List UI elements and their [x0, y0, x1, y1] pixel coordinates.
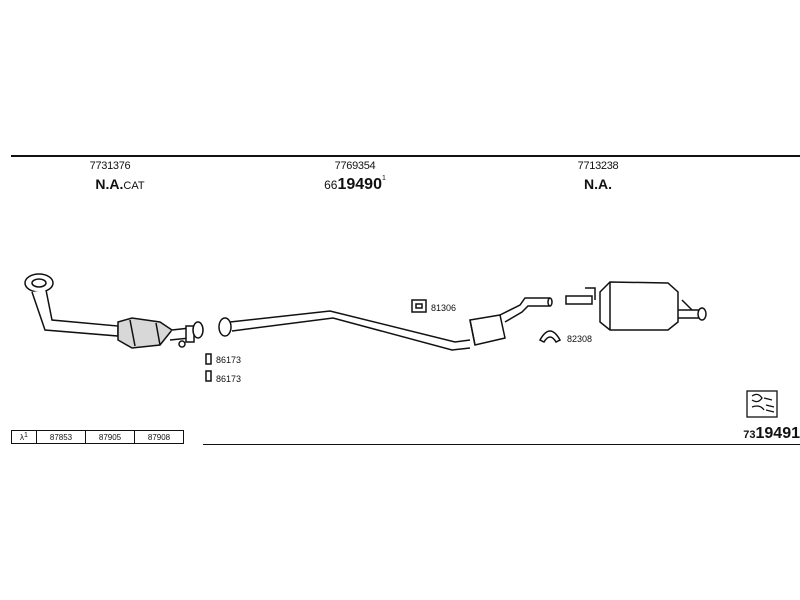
catalog-code-1: 87853 [36, 430, 86, 444]
catalog-code-2: 87905 [85, 430, 135, 444]
front-pipe-flange [24, 273, 54, 293]
section-2-part-number: 7769354 [334, 160, 376, 172]
section-3-code: N.A. [584, 176, 612, 192]
hanger-82308-icon [538, 330, 562, 343]
section-2-code-main: 19490 [337, 176, 382, 193]
catalytic-converter [117, 317, 195, 349]
reference-prefix: 73 [743, 429, 756, 441]
reference-main: 19491 [755, 425, 800, 442]
hanger-mid-label: 81306 [431, 303, 457, 313]
hanger-81306-icon [411, 299, 427, 313]
catalog-table: λ1 87853 87905 87908 [11, 430, 184, 444]
rear-silencer [599, 281, 707, 331]
intermediate-pipe [218, 310, 471, 351]
centre-silencer [469, 297, 553, 346]
hanger-rear-label: 82308 [567, 334, 593, 344]
reference-book-icon [746, 390, 778, 418]
catalog-code-3: 87908 [134, 430, 184, 444]
bottom-rule [203, 444, 800, 445]
clamp-upper-icon [205, 353, 212, 365]
section-3-part-number: 7713238 [577, 160, 619, 172]
section-2-code: 66194901 [305, 175, 405, 194]
front-pipe [31, 289, 119, 337]
section-1-code-main: N.A. [95, 176, 124, 192]
catalog-symbol: λ1 [11, 430, 37, 444]
clamp-upper-label: 86173 [216, 355, 242, 365]
top-rule [11, 155, 800, 157]
lambda-sup: 1 [24, 431, 28, 439]
reference-number: 7319491 [720, 425, 800, 443]
gasket [192, 321, 204, 339]
section-2-code-sup: 1 [381, 175, 386, 182]
section-1-part-number: 7731376 [89, 160, 131, 172]
section-1-code: N.A.CAT [70, 176, 170, 194]
section-2-code-prefix: 66 [324, 178, 338, 192]
rear-connector [565, 287, 596, 305]
clamp-lower-label: 86173 [216, 374, 242, 384]
section-1-code-suffix: CAT [123, 180, 145, 192]
lambda-symbol: λ [20, 432, 25, 442]
clamp-lower-icon [205, 370, 212, 382]
